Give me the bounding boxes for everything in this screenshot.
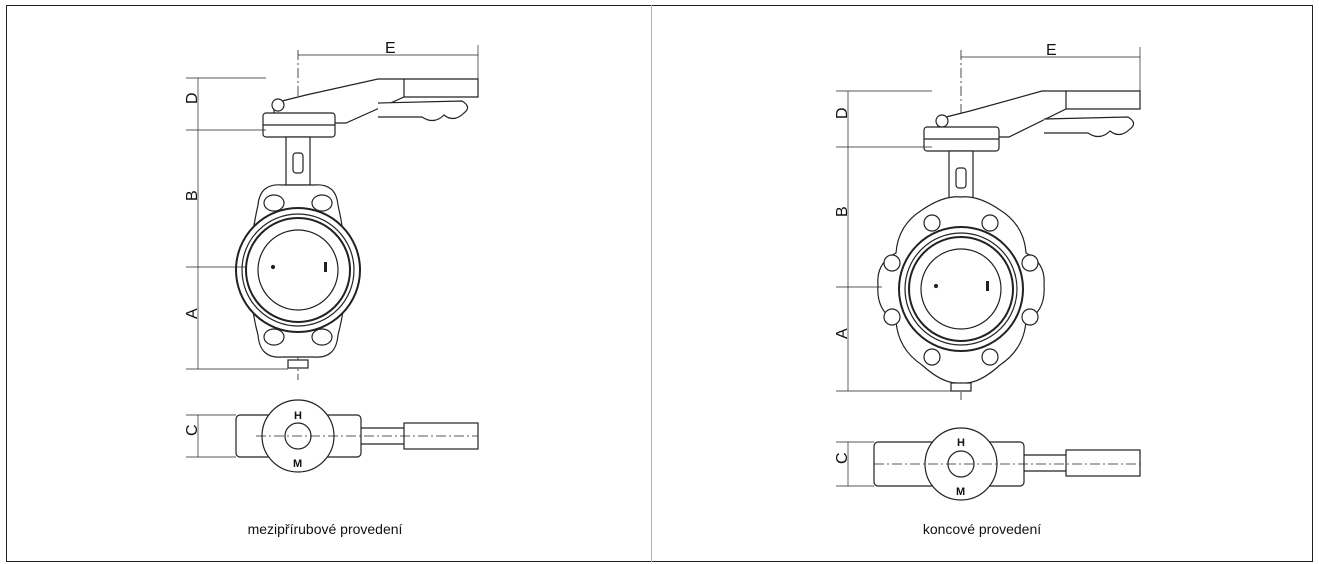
bottom-view-lever <box>1065 449 1141 477</box>
panel-caption: mezipřírubové provedení <box>247 521 403 537</box>
dim-label-e: E <box>1046 42 1057 59</box>
dim-label-b: B <box>834 206 851 217</box>
panel-lug: E D B A C H M koncové provedení <box>652 5 1312 562</box>
dim-label-e: E <box>385 40 396 57</box>
disc <box>920 248 1002 330</box>
dim-label-b: B <box>184 190 201 201</box>
dim-label-d: D <box>834 107 851 119</box>
panel-wafer: E D B A C H M mezipřírubové provedení <box>6 5 651 562</box>
panel-divider <box>651 5 652 562</box>
drawing-frame <box>6 5 1313 562</box>
mark-m: M <box>956 486 965 498</box>
dim-label-c: C <box>834 452 851 464</box>
dim-label-d: D <box>184 92 201 104</box>
panel-caption: koncové provedení <box>922 521 1042 537</box>
dim-label-a: A <box>184 308 201 319</box>
wafer-valve-drawing: E D B A C H M <box>184 40 479 473</box>
mark-m: M <box>293 458 302 470</box>
lug-valve-drawing: E D B A C H M <box>834 42 1141 501</box>
handle-grip <box>1043 116 1135 138</box>
dim-label-a: A <box>834 328 851 339</box>
disc <box>257 229 339 311</box>
mark-h: H <box>294 410 302 422</box>
dim-label-c: C <box>184 424 201 436</box>
mark-h: H <box>957 437 965 449</box>
handle-grip <box>377 100 469 122</box>
